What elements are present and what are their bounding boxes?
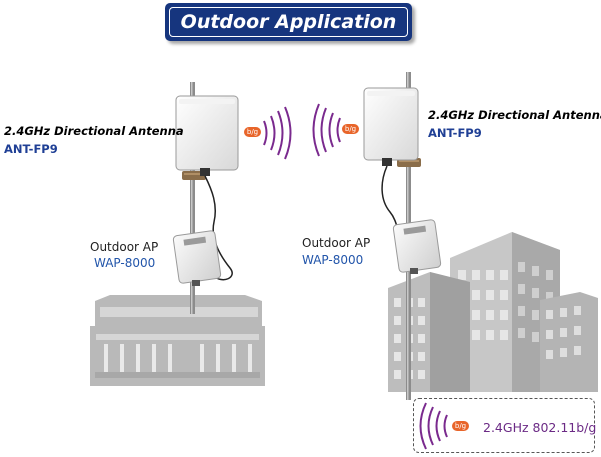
left-antenna-label: 2.4GHz Directional Antenna [4,124,184,138]
left-ap-model: WAP-8000 [94,256,156,270]
right-ap-model: WAP-8000 [302,253,364,267]
right-antenna-model: ANT-FP9 [428,126,482,140]
right-antenna-label: 2.4GHz Directional Antenna [428,108,601,122]
right-signal-badge: b/g [342,124,359,134]
left-pole-assembly [172,82,239,314]
left-signal-badge: b/g [244,127,261,137]
right-signal-waves [312,103,341,157]
left-signal-waves [263,106,292,160]
left-ap-unit [172,230,222,286]
left-ap-label: Outdoor AP [90,240,159,254]
legend-signal-waves [419,402,448,450]
diagram-title: Outdoor Application [169,7,408,37]
right-ap-label: Outdoor AP [302,236,371,250]
left-signal-badge-label: b/g [246,128,259,136]
legend-box [413,398,595,453]
right-pole-assembly [363,72,442,400]
right-antenna-panel [363,87,419,166]
left-cable [204,175,233,281]
legend-text: 2.4GHz 802.11b/g [483,420,597,435]
left-antenna-model: ANT-FP9 [4,142,58,156]
right-signal-badge-label: b/g [344,125,357,133]
title-banner: Outdoor Application [165,3,412,41]
left-building [90,295,265,386]
left-antenna-panel [175,95,239,176]
legend-badge: b/g [452,421,469,431]
legend-badge-label: b/g [454,422,467,430]
right-ap-unit [392,219,442,274]
